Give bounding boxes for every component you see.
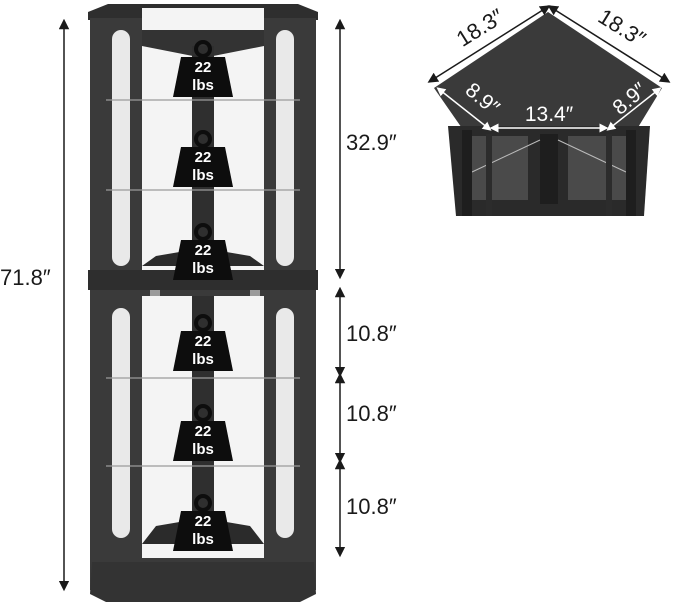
lower-right-glass — [276, 308, 294, 538]
upper-left-glass — [112, 30, 130, 266]
weight-icon: 22 lbs — [173, 314, 233, 371]
lower-spacing-label: 10.8″ — [346, 401, 397, 426]
weight-unit: lbs — [192, 531, 214, 548]
upper-right-glass — [276, 30, 294, 266]
total-height-dimension: 71.8″ — [0, 18, 70, 592]
weight-value: 22 — [195, 242, 212, 259]
upper-section-label: 32.9″ — [346, 130, 397, 155]
shelf-weights: 22 lbs 22 lbs 22 lbs 22 lbs — [173, 40, 233, 551]
front-center-label: 13.4″ — [525, 103, 574, 126]
weight-value: 22 — [195, 333, 212, 350]
lower-left-glass — [112, 308, 130, 538]
weight-value: 22 — [195, 423, 212, 440]
weight-unit: lbs — [192, 351, 214, 368]
weight-unit: lbs — [192, 77, 214, 94]
section-dimensions: 32.9″ 10.8″ 10.8″ 10.8″ — [334, 18, 397, 558]
weight-icon: 22 lbs — [173, 130, 233, 187]
lower-spacing-label: 10.8″ — [346, 494, 397, 519]
weight-icon: 22 lbs — [173, 404, 233, 461]
weight-icon: 22 lbs — [173, 223, 233, 280]
total-height-label: 71.8″ — [0, 265, 51, 290]
weight-unit: lbs — [192, 260, 214, 277]
weight-unit: lbs — [192, 441, 214, 458]
cabinet-front-view: 22 lbs 22 lbs 22 lbs 22 lbs — [88, 4, 318, 602]
weight-icon: 22 lbs — [173, 494, 233, 551]
weight-unit: lbs — [192, 167, 214, 184]
top-right-side-label: 18.3″ — [594, 4, 650, 52]
weight-icon: 22 lbs — [173, 40, 233, 97]
cabinet-plinth — [90, 562, 316, 602]
weight-value: 22 — [195, 59, 212, 76]
weight-value: 22 — [195, 513, 212, 530]
weight-value: 22 — [195, 149, 212, 166]
top-view: 18.3″ 18.3″ 8.9″ 13.4″ 8.9″ — [427, 4, 671, 216]
lower-spacing-label: 10.8″ — [346, 321, 397, 346]
